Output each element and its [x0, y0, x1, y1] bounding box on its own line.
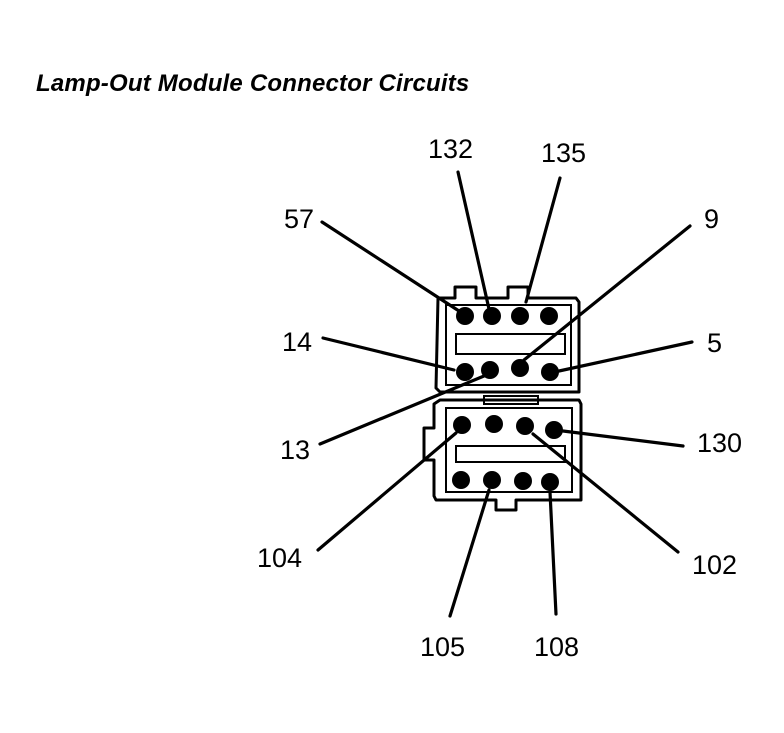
label-135: 135	[541, 138, 586, 168]
pin-108	[541, 473, 559, 491]
leader-9	[522, 224, 692, 362]
label-14: 14	[282, 327, 312, 357]
leader-13	[318, 374, 486, 446]
pin-14	[456, 363, 474, 381]
pin-5	[541, 363, 559, 381]
leader-104	[316, 431, 458, 552]
circuit-labels: 132 135 57 9 14 5 13 130 104 102 105 108	[257, 134, 742, 662]
upper-connector-slot	[455, 333, 566, 355]
pin-135	[511, 307, 529, 325]
label-132: 132	[428, 134, 473, 164]
label-13: 13	[280, 435, 310, 465]
pin-130	[545, 421, 563, 439]
diagram-title: Lamp-Out Module Connector Circuits	[36, 70, 470, 97]
pin-lower-2	[485, 415, 503, 433]
lower-connector	[422, 395, 583, 512]
label-108: 108	[534, 632, 579, 662]
label-130: 130	[697, 428, 742, 458]
leader-102	[531, 432, 680, 554]
leader-14	[321, 336, 456, 372]
lower-connector-slot	[455, 445, 566, 463]
label-105: 105	[420, 632, 465, 662]
leader-132	[456, 170, 491, 311]
label-102: 102	[692, 550, 737, 580]
label-104: 104	[257, 543, 302, 573]
pin-132	[483, 307, 501, 325]
pin-lower-5	[452, 471, 470, 489]
pin-105	[483, 471, 501, 489]
leader-135	[524, 176, 562, 304]
pin-102	[516, 417, 534, 435]
upper-connector	[434, 285, 581, 394]
connector-latch	[483, 395, 539, 405]
pin-upper-4	[540, 307, 558, 325]
leader-108	[548, 490, 558, 616]
leader-130	[561, 429, 685, 448]
pin-group	[452, 307, 563, 491]
label-5: 5	[707, 328, 722, 358]
leader-105	[448, 488, 491, 618]
pin-lower-7	[514, 472, 532, 490]
label-9: 9	[704, 204, 719, 234]
leader-lines	[316, 170, 694, 618]
leader-57	[320, 220, 461, 313]
pin-104	[453, 416, 471, 434]
pin-9	[511, 359, 529, 377]
pin-13	[481, 361, 499, 379]
label-57: 57	[284, 204, 314, 234]
leader-5	[557, 340, 694, 373]
